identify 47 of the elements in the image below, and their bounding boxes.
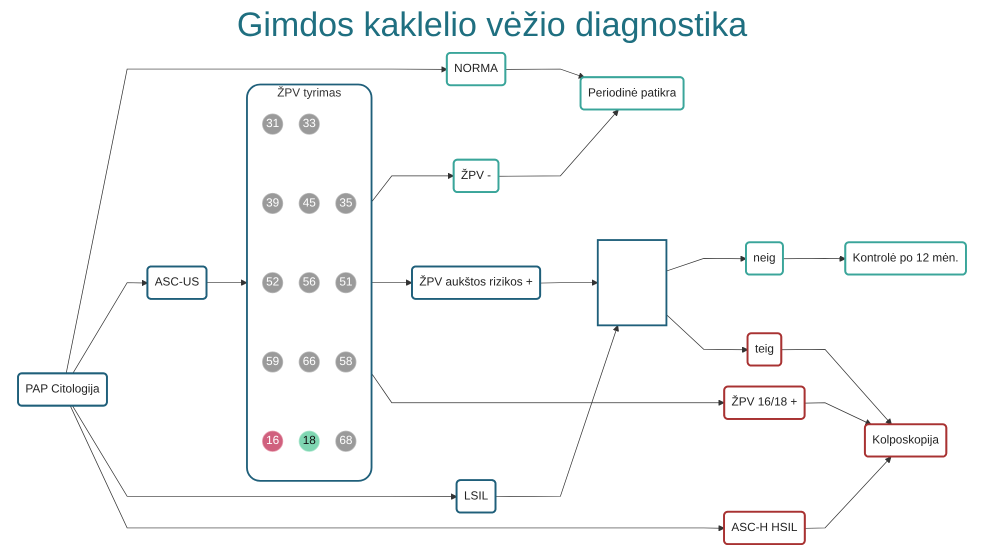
number-circle: 33 xyxy=(298,114,320,135)
process-box: LSIL xyxy=(456,479,496,514)
arrow xyxy=(496,325,619,498)
arrow xyxy=(66,66,448,374)
process-box: PAP Citologija xyxy=(17,372,108,407)
process-box: ASC-H HSIL xyxy=(723,510,806,546)
arrow xyxy=(666,256,747,272)
number-circle: 59 xyxy=(262,351,284,373)
process-box: Kolposkopija xyxy=(864,423,948,458)
arrow xyxy=(72,406,458,500)
arrow xyxy=(371,372,724,406)
number-circle: 68 xyxy=(335,430,356,452)
diagram-title: Gimdos kaklelio vėžio diagnostika xyxy=(236,6,748,45)
number-circle: 51 xyxy=(335,272,356,294)
arrow xyxy=(666,314,748,353)
process-box: ŽPV aukštos rizikos + xyxy=(411,266,542,300)
process-box: Periodinė patikra xyxy=(580,76,685,110)
number-circle: 58 xyxy=(335,351,356,373)
number-circle: 31 xyxy=(262,114,284,135)
arrow xyxy=(804,456,892,529)
arrow xyxy=(782,255,846,262)
process-box: neig xyxy=(745,241,784,276)
number-circle: 39 xyxy=(262,192,284,214)
process-box: Kontrolė po 12 mėn. xyxy=(844,241,967,276)
process-box: ASC-US xyxy=(146,266,208,300)
process-box: ŽPV 16/18 + xyxy=(723,386,806,420)
arrow xyxy=(206,279,248,286)
arrow xyxy=(505,68,585,79)
number-circle: 56 xyxy=(298,272,320,294)
arrow xyxy=(70,406,725,532)
arrow xyxy=(498,110,619,177)
arrow xyxy=(804,402,872,426)
process-box: teig xyxy=(746,332,782,367)
number-circle: 18 xyxy=(298,430,320,452)
number-circle: 16 xyxy=(262,430,284,452)
number-circle: 52 xyxy=(262,272,284,294)
arrow xyxy=(371,279,412,286)
arrow xyxy=(72,280,148,374)
process-box: NORMA xyxy=(446,52,506,86)
arrow xyxy=(540,279,598,286)
empty-box xyxy=(596,239,668,326)
number-circle: 45 xyxy=(298,192,320,214)
process-box: ŽPV - xyxy=(452,158,500,193)
arrow xyxy=(371,172,454,202)
number-circle: 66 xyxy=(298,351,320,373)
number-circle: 35 xyxy=(335,192,356,214)
arrow xyxy=(781,349,892,425)
